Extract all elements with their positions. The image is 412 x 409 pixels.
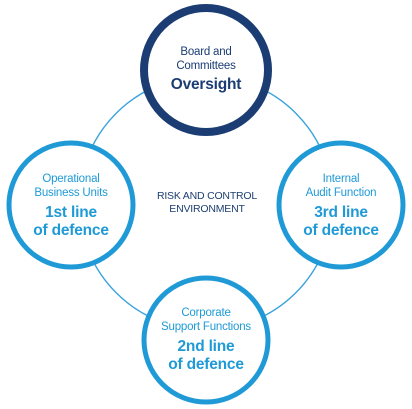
first-line-title-line2: of defence <box>33 222 109 239</box>
second-line-title-line1: 2nd line <box>177 338 235 355</box>
third-line-title-line2: of defence <box>303 222 379 239</box>
second-line-node: Corporate Support Functions 2nd line of … <box>143 306 269 374</box>
oversight-circle <box>140 4 272 136</box>
oversight-subtitle-line1: Board and <box>180 46 232 58</box>
second-line-title-line2: of defence <box>168 356 244 373</box>
center-label-line2: ENVIRONMENT <box>169 203 245 215</box>
first-line-node: Operational Business Units 1st line of d… <box>11 172 131 240</box>
center-label-line1: RISK AND CONTROL <box>156 190 258 202</box>
third-line-title-line1: 3rd line <box>314 204 368 221</box>
oversight-node: Board and Committees Oversight <box>146 45 266 94</box>
risk-control-environment-label: RISK AND CONTROL ENVIRONMENT <box>140 190 274 216</box>
second-line-subtitle-line1: Corporate <box>181 307 231 319</box>
oversight-subtitle-line2: Committees <box>176 60 236 72</box>
second-line-circle <box>141 275 271 405</box>
first-line-subtitle-line1: Operational <box>42 173 100 185</box>
third-line-subtitle-line1: Internal <box>322 173 360 185</box>
third-line-node: Internal Audit Function 3rd line of defe… <box>281 172 401 240</box>
first-line-circle <box>6 140 136 270</box>
oversight-title: Oversight <box>170 76 242 93</box>
first-line-subtitle-line2: Business Units <box>34 187 108 199</box>
third-line-circle <box>276 140 406 270</box>
third-line-subtitle-line2: Audit Function <box>305 187 377 199</box>
first-line-title-line1: 1st line <box>45 204 97 221</box>
second-line-subtitle-line2: Support Functions <box>161 321 251 333</box>
